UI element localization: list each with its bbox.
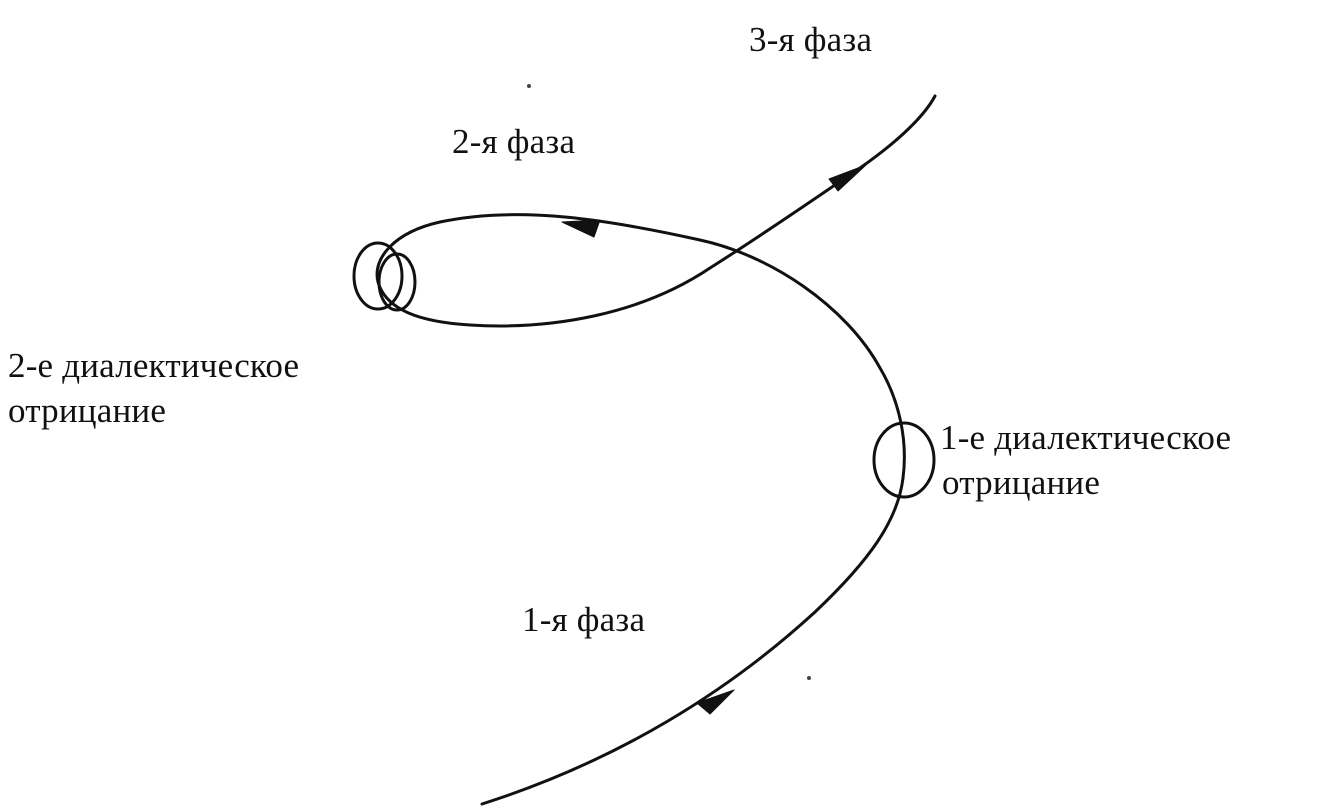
negation-1-ring <box>872 421 936 499</box>
negation-2-label: 2-е диалектическое отрицание <box>8 344 299 434</box>
phase-2-arrowhead <box>561 219 601 238</box>
phase-2-curve <box>375 213 906 480</box>
negation-1-label-line2: отрицание <box>942 462 1101 502</box>
phase-2-label: 2-я фаза <box>452 122 576 161</box>
phase-1-arrowhead <box>696 689 735 715</box>
phase-1-curve <box>480 476 905 806</box>
phase-3-curve <box>708 94 937 270</box>
negation-2-ring-inner <box>377 252 417 312</box>
negation-1-label: 1-е диалектическое отрицание <box>940 416 1231 506</box>
negation-2-ring-outer <box>352 241 404 311</box>
phase-1-label: 1-я фаза <box>522 600 646 639</box>
phase-3-arrowhead <box>828 164 867 192</box>
negation-2-label-line1: 2-е диалектическое <box>8 346 300 385</box>
scan-speck <box>807 676 811 680</box>
negation-2-label-line2: отрицание <box>8 390 167 430</box>
negation-1-label-line1: 1-е диалектическое <box>940 418 1232 457</box>
scan-speck <box>527 84 531 88</box>
phase-3-label: 3-я фаза <box>749 20 873 59</box>
